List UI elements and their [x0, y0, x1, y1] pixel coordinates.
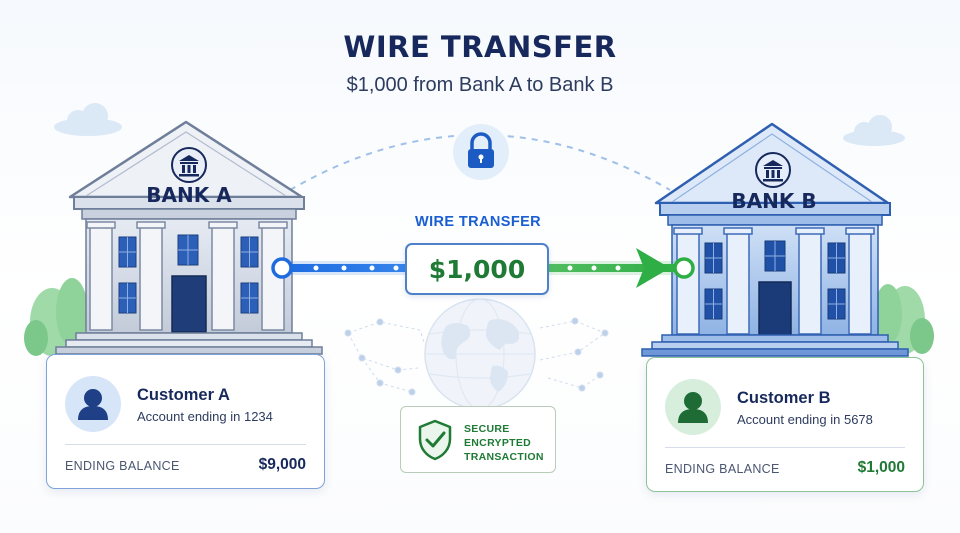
bank-b-name: BANK B	[731, 189, 817, 213]
bank-icon	[171, 147, 207, 183]
bank-a-building	[55, 120, 323, 355]
divider	[65, 444, 306, 445]
shield-check-icon	[418, 419, 452, 461]
customer-name: Customer B	[737, 389, 831, 407]
balance-value: $1,000	[857, 459, 905, 476]
bank-a-name: BANK A	[146, 183, 232, 207]
bank-icon	[755, 152, 791, 188]
balance-value: $9,000	[258, 456, 306, 473]
page-subtitle: $1,000 from Bank A to Bank B	[346, 74, 614, 96]
account-number: Account ending in 1234	[137, 409, 273, 424]
bush-left	[24, 278, 88, 356]
network-lines	[344, 317, 609, 396]
customer-a-card: Customer A Account ending in 1234 ENDING…	[46, 354, 325, 489]
security-line: TRANSACTION	[464, 451, 544, 463]
user-icon	[78, 389, 108, 420]
cloud-icon	[843, 115, 905, 146]
security-line: ENCRYPTED	[464, 437, 532, 449]
security-text: SECURE ENCRYPTED TRANSACTION	[464, 422, 556, 464]
page-title: WIRE TRANSFER	[343, 30, 617, 64]
arrow-right-icon	[636, 248, 670, 288]
avatar	[65, 376, 121, 432]
balance-label: ENDING BALANCE	[65, 459, 180, 473]
user-icon	[678, 392, 708, 423]
security-line: SECURE	[464, 423, 510, 435]
divider	[665, 447, 905, 448]
transfer-label: WIRE TRANSFER	[414, 214, 542, 230]
globe-icon	[424, 298, 536, 410]
cloud-icon	[54, 103, 122, 136]
account-number: Account ending in 5678	[737, 412, 873, 427]
lock-icon	[453, 124, 509, 180]
transfer-amount: $1,000	[405, 243, 549, 295]
customer-name: Customer A	[137, 386, 230, 404]
bank-b-building	[641, 122, 909, 357]
bush-right	[874, 284, 934, 354]
security-badge: SECURE ENCRYPTED TRANSACTION	[400, 406, 556, 473]
customer-b-card: Customer B Account ending in 5678 ENDING…	[646, 357, 924, 492]
avatar	[665, 379, 721, 435]
balance-label: ENDING BALANCE	[665, 462, 780, 476]
